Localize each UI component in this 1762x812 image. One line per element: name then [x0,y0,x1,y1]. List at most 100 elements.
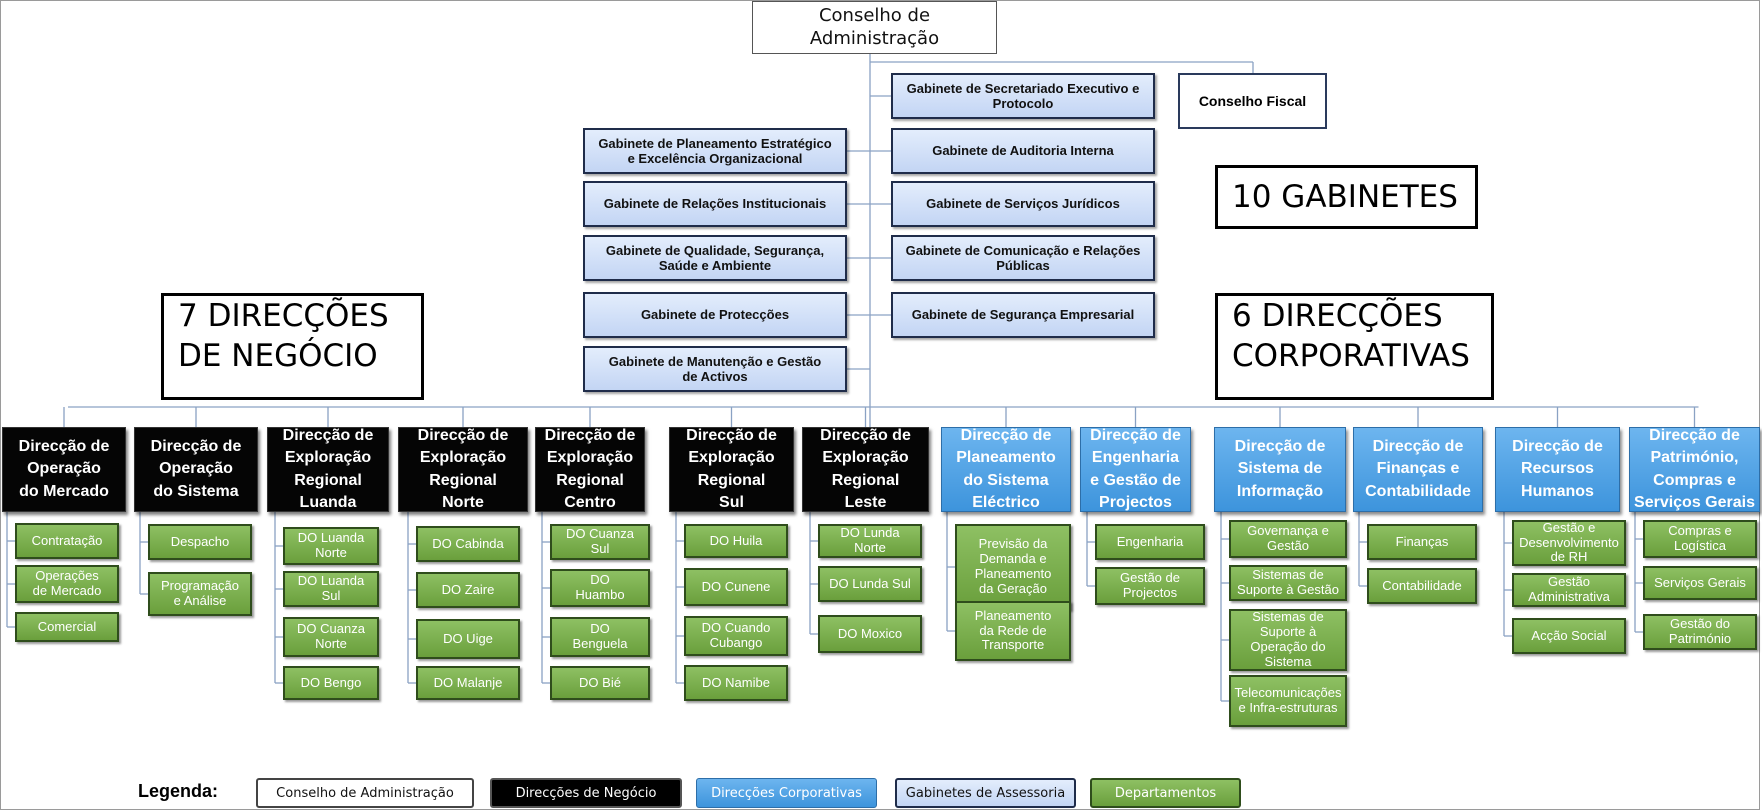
departamento-6-1[interactable]: DO Lunda Sul [818,566,922,602]
corporativas-title-line-1: 6 DIRECÇÕES [1232,298,1443,334]
departamento-7-1-line: Planeamento [974,607,1052,623]
gabinete-right-4[interactable]: Gabinete de Segurança Empresarial [891,292,1155,338]
departamento-11-2[interactable]: Acção Social [1512,618,1626,654]
direccao-5-line: Sul [719,493,744,511]
direccao-11-line: Direcção de [1512,437,1603,455]
departamento-3-3[interactable]: DO Malanje [416,666,520,700]
direccao-8-line: Projectos [1099,493,1172,511]
direccao-5-line: Exploração [688,449,775,467]
departamento-10-1[interactable]: Contabilidade [1367,568,1477,604]
direccao-4-line: Direcção de [544,426,636,444]
legend-direccoes-negocio: Direcções de Negócio [490,778,682,808]
direccao-7-line: Direcção de [960,426,1052,444]
direccao-4-line: Exploração [546,449,634,467]
gabinete-right-1[interactable]: Gabinete de Auditoria Interna [891,128,1155,174]
departamento-12-1[interactable]: Serviços Gerais [1643,566,1757,600]
departamento-8-0[interactable]: Engenharia [1095,524,1205,560]
departamento-5-0[interactable]: DO Huila [684,524,788,558]
departamento-11-1-line: Administrativa [1528,589,1610,604]
departamento-2-2-line: DO Cuanza [297,621,365,637]
gabinete-left-0-line: Gabinete de Planeamento Estratégico [598,135,832,151]
departamento-4-3[interactable]: DO Bié [550,666,650,700]
departamento-8-1-line: Gestão de [1120,570,1180,586]
gabinete-left-3[interactable]: Gabinete de Protecções [583,292,847,338]
departamento-9-2-line: Suporte à [1259,624,1317,640]
departamento-2-3[interactable]: DO Bengo [283,666,379,700]
direccao-3-line: Norte [442,493,484,511]
direccao-11-line: Humanos [1521,482,1594,500]
direccao-1-line: Direcção de [150,437,242,455]
departamento-5-1[interactable]: DO Cunene [684,568,788,606]
departamento-11-0-line: Gestão e [1542,519,1596,535]
direccao-12-line: Serviços Gerais [1634,493,1755,511]
direccao-7-line: Eléctrico [972,493,1040,511]
departamento-3-0-line: DO Cabinda [432,535,504,551]
departamento-4-1-line: Huambo [575,587,625,602]
conselho-administracao-box[interactable]: Conselho de Administração [752,1,997,54]
departamento-3-2[interactable]: DO Uige [416,619,520,659]
departamento-11-0-line: de RH [1550,549,1588,565]
departamento-12-0-line: Compras e [1668,523,1732,539]
departamento-6-2[interactable]: DO Moxico [818,615,922,653]
direccao-7-line: do Sistema [963,471,1049,489]
direccoes-negocio-title: 7 DIRECÇÕES DE NEGÓCIO [161,293,424,400]
departamento-0-1-line: Operações [35,568,99,584]
departamento-3-0[interactable]: DO Cabinda [416,526,520,562]
conselho-fiscal-box[interactable]: Conselho Fiscal [1178,73,1327,129]
departamento-0-2[interactable]: Comercial [15,612,119,642]
direccao-1-line: Operação [159,460,233,478]
departamento-0-0[interactable]: Contratação [15,523,119,559]
departamento-1-0-line: Despacho [170,533,230,549]
departamento-1-0[interactable]: Despacho [148,524,252,560]
departamento-9-3-line: e Infra-estruturas [1238,700,1338,715]
gabinete-left-1[interactable]: Gabinete de Relações Institucionais [583,181,847,227]
gabinete-left-2[interactable]: Gabinete de Qualidade, Segurança,Saúde e… [583,235,847,281]
direccao-8-line: Engenharia [1091,449,1180,467]
departamento-5-3[interactable]: DO Namibe [684,665,788,701]
departamento-11-2-line: Acção Social [1531,627,1607,643]
departamento-3-1[interactable]: DO Zaire [416,572,520,608]
legend-departamentos: Departamentos [1090,778,1241,808]
gabinete-right-2[interactable]: Gabinete de Serviços Jurídicos [891,181,1155,227]
departamento-10-0[interactable]: Finanças [1367,524,1477,560]
direccao-10-line: Direcção de [1372,437,1464,455]
